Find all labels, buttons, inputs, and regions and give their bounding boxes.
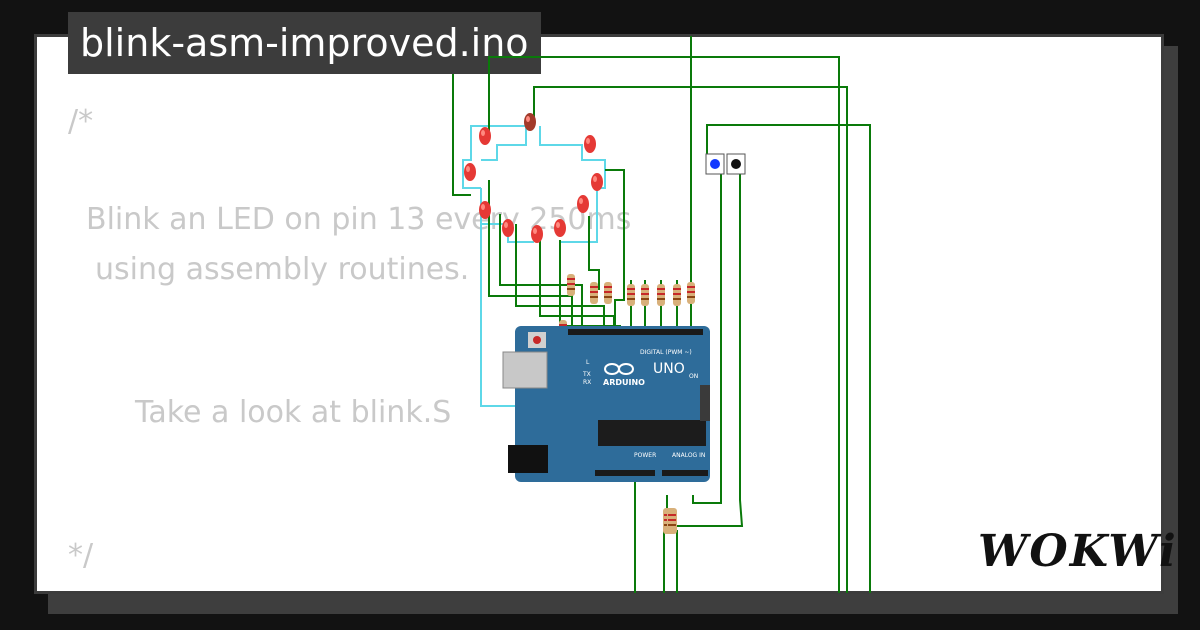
green-wires [452,36,871,593]
model-label: UNO [653,361,685,377]
resistor-4[interactable] [627,284,635,306]
led-6[interactable] [479,201,491,219]
led-2[interactable] [524,113,536,131]
arduino-uno-board[interactable]: DIGITAL (PWM ~) ARDUINO UNO ON POWER ANA… [502,326,710,482]
power-jack [508,445,548,473]
resistor-8[interactable] [687,282,695,304]
resistor-1[interactable] [567,274,575,296]
project-title: blink-asm-improved.ino [68,12,541,74]
on-label: ON [689,373,698,380]
code-line-2: using assembly routines. [95,252,470,287]
project-card[interactable] [34,34,1164,594]
led-5[interactable] [591,173,603,191]
usb-port [502,351,548,389]
power-label: POWER [634,452,656,459]
brand-label: ARDUINO [603,378,645,387]
pushbutton-blue[interactable] [705,153,725,175]
led-ring [464,113,603,243]
wokwi-logo: WOKWi [978,526,1178,577]
chip-atmega [598,420,706,446]
code-comment-close: */ [68,538,94,573]
resistor-11[interactable] [667,508,677,534]
led-1[interactable] [479,127,491,145]
digital-header [568,329,703,335]
led-7[interactable] [502,219,514,237]
resistor-3[interactable] [604,282,612,304]
led-10[interactable] [577,195,589,213]
analog-label: ANALOG IN [672,452,705,459]
rx-label: RX [583,379,591,386]
l-label: L [586,359,590,366]
resistor-6[interactable] [657,284,665,306]
led-8[interactable] [531,225,543,243]
power-header [595,470,655,476]
resistor-7[interactable] [673,284,681,306]
led-4[interactable] [464,163,476,181]
pushbutton-black[interactable] [726,153,746,175]
code-line-3: Take a look at blink.S [135,395,452,430]
resistor-2[interactable] [590,282,598,304]
resistor-5[interactable] [641,284,649,306]
tx-label: TX [582,371,591,378]
code-comment-open: /* [68,104,94,139]
digital-label: DIGITAL (PWM ~) [640,349,692,356]
led-3[interactable] [584,135,596,153]
arduino-infinity-logo [604,363,634,375]
resistor-bank [559,274,695,534]
analog-header [662,470,708,476]
led-9[interactable] [554,219,566,237]
